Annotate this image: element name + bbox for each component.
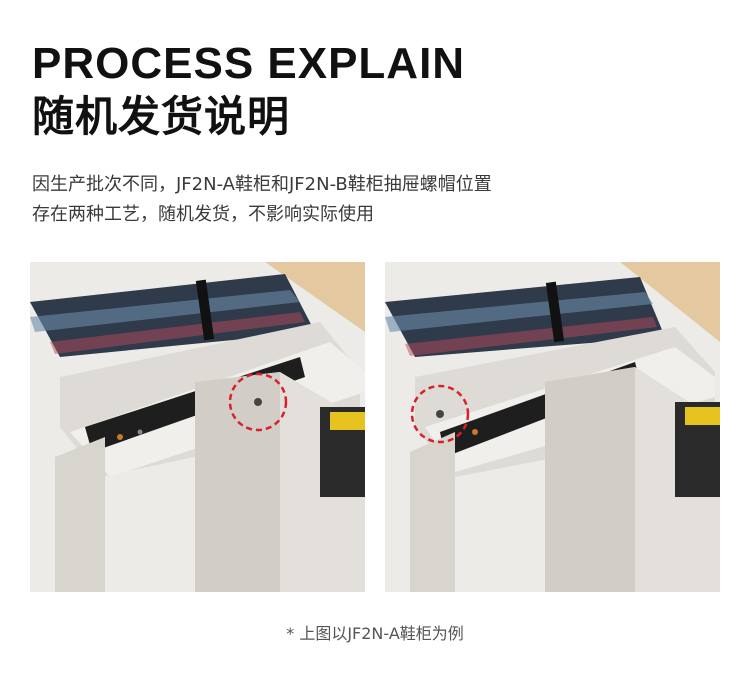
- caption: * 上图以JF2N-A鞋柜为例: [286, 624, 464, 643]
- photo-drawer-variant-a: [30, 262, 365, 592]
- photo-drawer-variant-b: [385, 262, 720, 592]
- description: 因生产批次不同，JF2N-A鞋柜和JF2N-B鞋柜抽屉螺帽位置 存在两种工艺，随…: [32, 170, 722, 230]
- description-line-1: 因生产批次不同，JF2N-A鞋柜和JF2N-B鞋柜抽屉螺帽位置: [32, 174, 492, 195]
- umbrella-image: [385, 277, 665, 357]
- title-english: PROCESS EXPLAIN: [32, 39, 466, 88]
- umbrella-image: [30, 274, 315, 357]
- description-line-2: 存在两种工艺，随机发货，不影响实际使用: [32, 204, 374, 225]
- highlight-circle-right: [410, 384, 470, 444]
- title-chinese: 随机发货说明: [32, 92, 291, 141]
- highlight-circle-left: [228, 372, 288, 432]
